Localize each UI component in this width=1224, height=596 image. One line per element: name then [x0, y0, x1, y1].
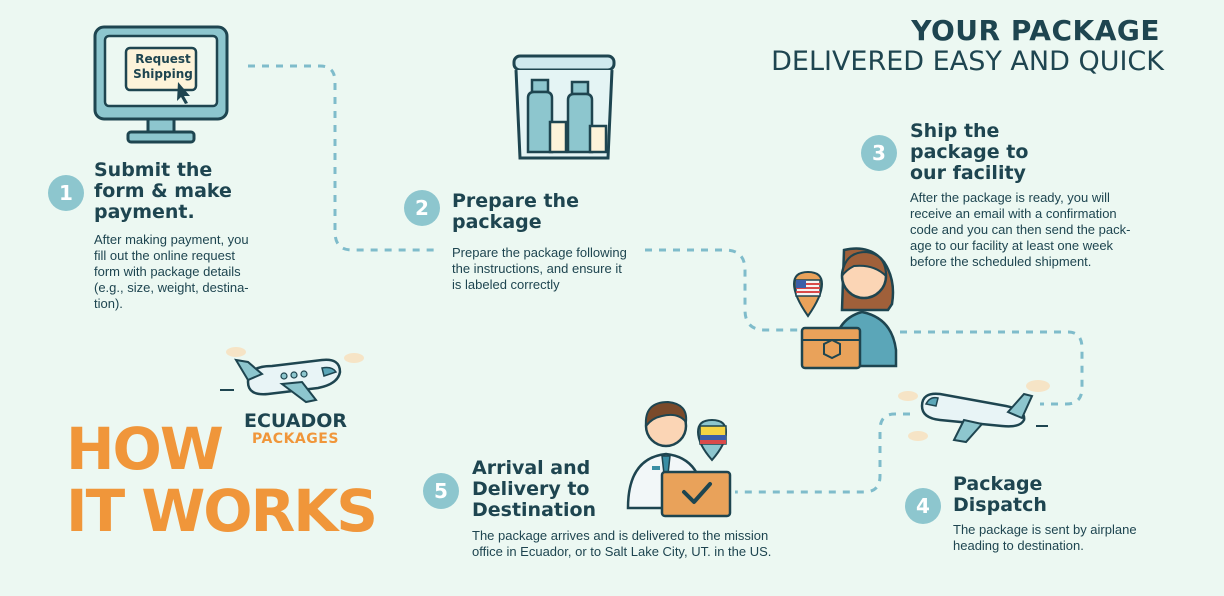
step-1-title: Submit the form & make payment.: [94, 159, 232, 223]
header-title: YOUR PACKAGE: [911, 14, 1160, 47]
step-1-number: 1: [48, 175, 84, 211]
bottles-bag-illustration: [512, 54, 616, 160]
step-5-description: The package arrives and is delivered to …: [472, 528, 772, 559]
step-4-title: Package Dispatch: [953, 473, 1047, 516]
step-3-title: Ship the package to our facility: [910, 120, 1029, 184]
delivery-man-illustration: [626, 400, 732, 518]
airplane-left-illustration: [220, 347, 364, 404]
request-shipping-label: Request Shipping: [133, 52, 193, 81]
brand-subtitle: PACKAGES: [252, 431, 339, 447]
step-4-description: The package is sent by airplane heading …: [953, 522, 1137, 553]
airplane-right-illustration: [898, 380, 1050, 444]
step-3-description: After the package is ready, you will rec…: [910, 190, 1131, 269]
step-3-number: 3: [861, 135, 897, 171]
monitor-illustration: [93, 25, 229, 144]
step-5-title: Arrival and Delivery to Destination: [472, 457, 597, 521]
step-4-number: 4: [905, 488, 941, 524]
woman-with-box-illustration: [792, 247, 898, 370]
step-2-number: 2: [404, 190, 440, 226]
step-5-number: 5: [423, 473, 459, 509]
header-subtitle: DELIVERED EASY AND QUICK: [771, 46, 1164, 77]
brand-name: ECUADOR: [244, 410, 348, 432]
how-it-works-title: HOW IT WORKS: [66, 415, 378, 545]
step-2-title: Prepare the package: [452, 190, 579, 233]
step-2-description: Prepare the package following the instru…: [452, 245, 627, 292]
step-1-description: After making payment, you fill out the o…: [94, 232, 249, 311]
